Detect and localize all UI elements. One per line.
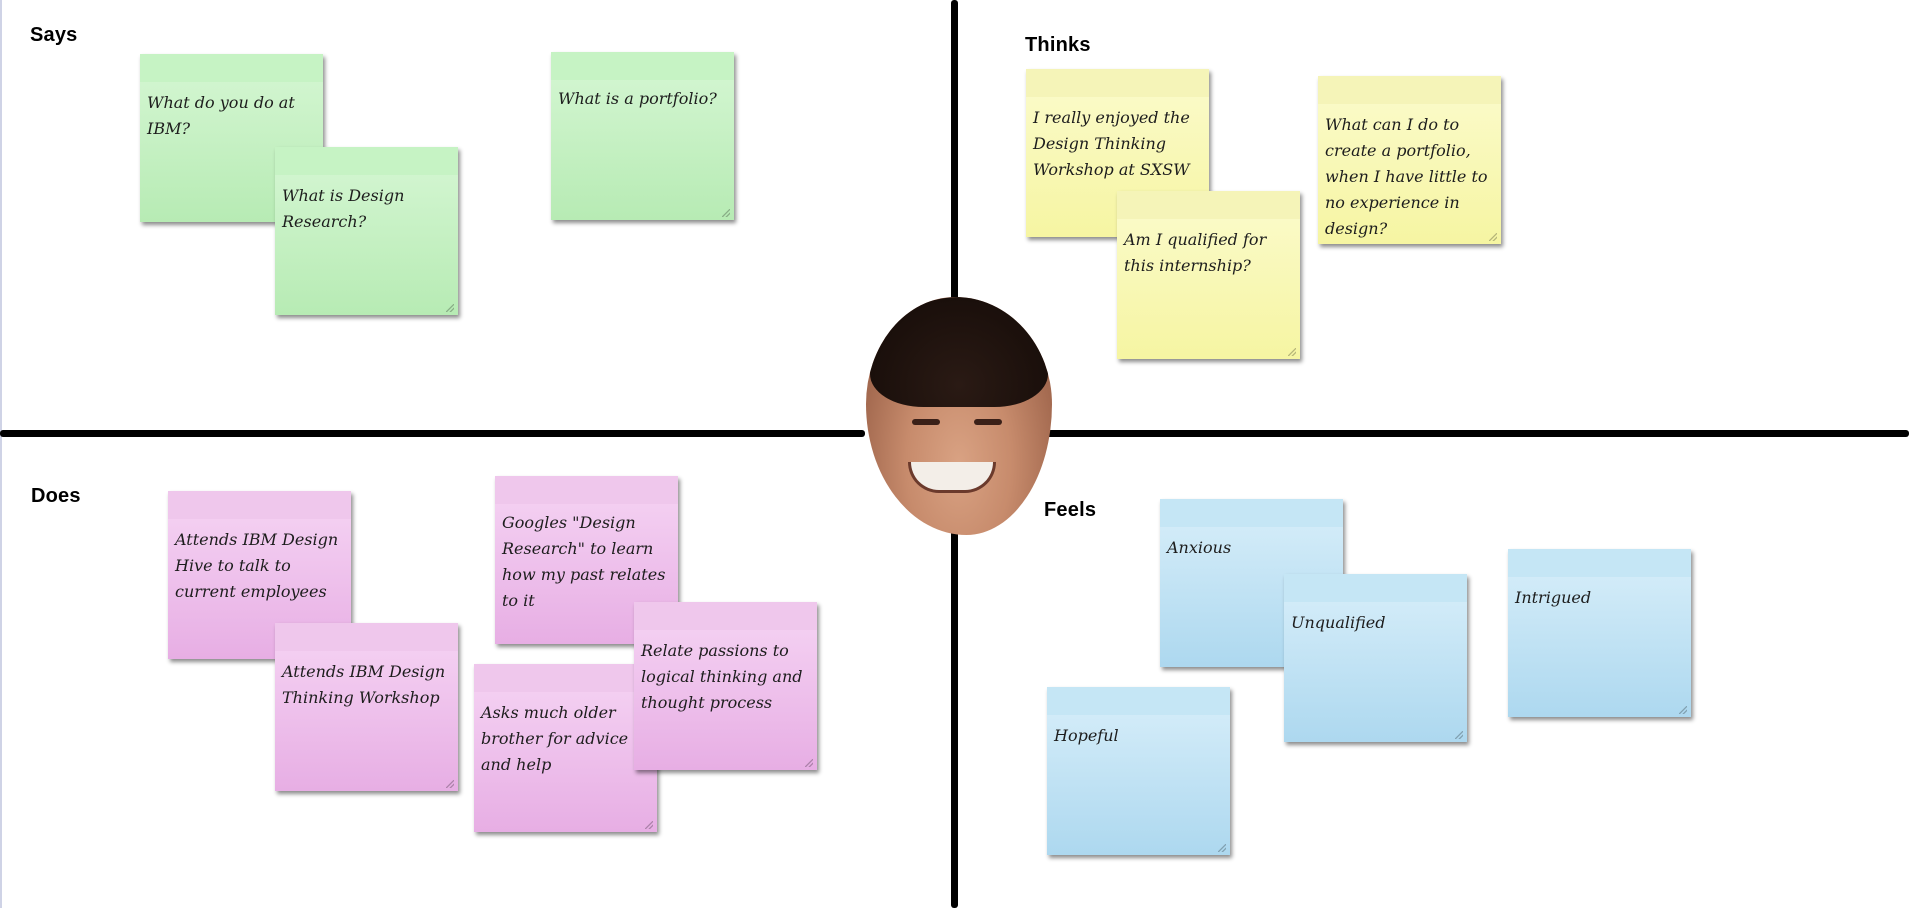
note-header-strip [168,491,351,519]
resize-grip-icon[interactable] [1455,731,1463,739]
divider-vertical-bottom [951,528,958,908]
note-text: Attends IBM Design Hive to talk to curre… [175,530,339,601]
resize-grip-icon[interactable] [1679,706,1687,714]
resize-grip-icon[interactable] [446,304,454,312]
note-text: Intrigued [1515,588,1592,607]
avatar-eye-right [974,419,1002,425]
note-text: What is Design Research? [282,186,405,231]
divider-horizontal-left [0,430,865,437]
resize-grip-icon[interactable] [1288,348,1296,356]
note-header-strip [1318,76,1501,104]
note-header-strip [1284,574,1467,602]
note-text: Relate passions to logical thinking and … [641,641,803,712]
note-text: What do you do at IBM? [147,93,295,138]
note-header-strip [495,476,678,504]
sticky-note-feels[interactable]: Hopeful [1047,687,1230,855]
note-text: Attends IBM Design Thinking Workshop [282,662,446,707]
note-text: Googles "Design Research" to learn how m… [502,513,666,610]
resize-grip-icon[interactable] [446,780,454,788]
note-text: Hopeful [1054,726,1119,745]
note-header-strip [275,623,458,651]
avatar [866,297,1052,535]
avatar-smile [908,462,996,493]
note-header-strip [551,52,734,80]
note-header-strip [275,147,458,175]
sticky-note-does[interactable]: Asks much older brother for advice and h… [474,664,657,832]
note-text: Anxious [1167,538,1232,557]
sticky-note-thinks[interactable]: Am I qualified for this internship? [1117,191,1300,359]
note-text: I really enjoyed the Design Thinking Wor… [1033,108,1190,179]
resize-grip-icon[interactable] [645,821,653,829]
sticky-note-does[interactable]: Relate passions to logical thinking and … [634,602,817,770]
says-label: Says [30,24,78,46]
sticky-note-does[interactable]: Attends IBM Design Thinking Workshop [275,623,458,791]
divider-horizontal-right [1037,430,1909,437]
resize-grip-icon[interactable] [805,759,813,767]
note-header-strip [1047,687,1230,715]
note-text: Unqualified [1291,613,1386,632]
note-header-strip [140,54,323,82]
thinks-label: Thinks [1025,34,1091,56]
avatar-eye-left [912,419,940,425]
sticky-note-says[interactable]: What do you do at IBM? [140,54,323,222]
divider-vertical-top [951,0,958,300]
sticky-note-says[interactable]: What is Design Research? [275,147,458,315]
note-header-strip [1160,499,1343,527]
sticky-note-says[interactable]: What is a portfolio? [551,52,734,220]
note-text: What can I do to create a portfolio, whe… [1325,115,1488,238]
sticky-note-feels[interactable]: Unqualified [1284,574,1467,742]
note-text: Asks much older brother for advice and h… [481,703,629,774]
sticky-note-does[interactable]: Attends IBM Design Hive to talk to curre… [168,491,351,659]
does-label: Does [31,485,81,507]
sticky-note-does[interactable]: Googles "Design Research" to learn how m… [495,476,678,644]
sticky-note-feels[interactable]: Intrigued [1508,549,1691,717]
note-header-strip [634,602,817,630]
feels-label: Feels [1044,499,1097,521]
note-header-strip [1117,191,1300,219]
sticky-note-thinks[interactable]: What can I do to create a portfolio, whe… [1318,76,1501,244]
left-border [0,0,2,908]
note-text: What is a portfolio? [558,89,717,108]
note-text: Am I qualified for this internship? [1124,230,1267,275]
note-header-strip [1508,549,1691,577]
resize-grip-icon[interactable] [1218,844,1226,852]
resize-grip-icon[interactable] [1489,233,1497,241]
note-header-strip [1026,69,1209,97]
note-header-strip [474,664,657,692]
avatar-hair [870,297,1048,407]
resize-grip-icon[interactable] [722,209,730,217]
